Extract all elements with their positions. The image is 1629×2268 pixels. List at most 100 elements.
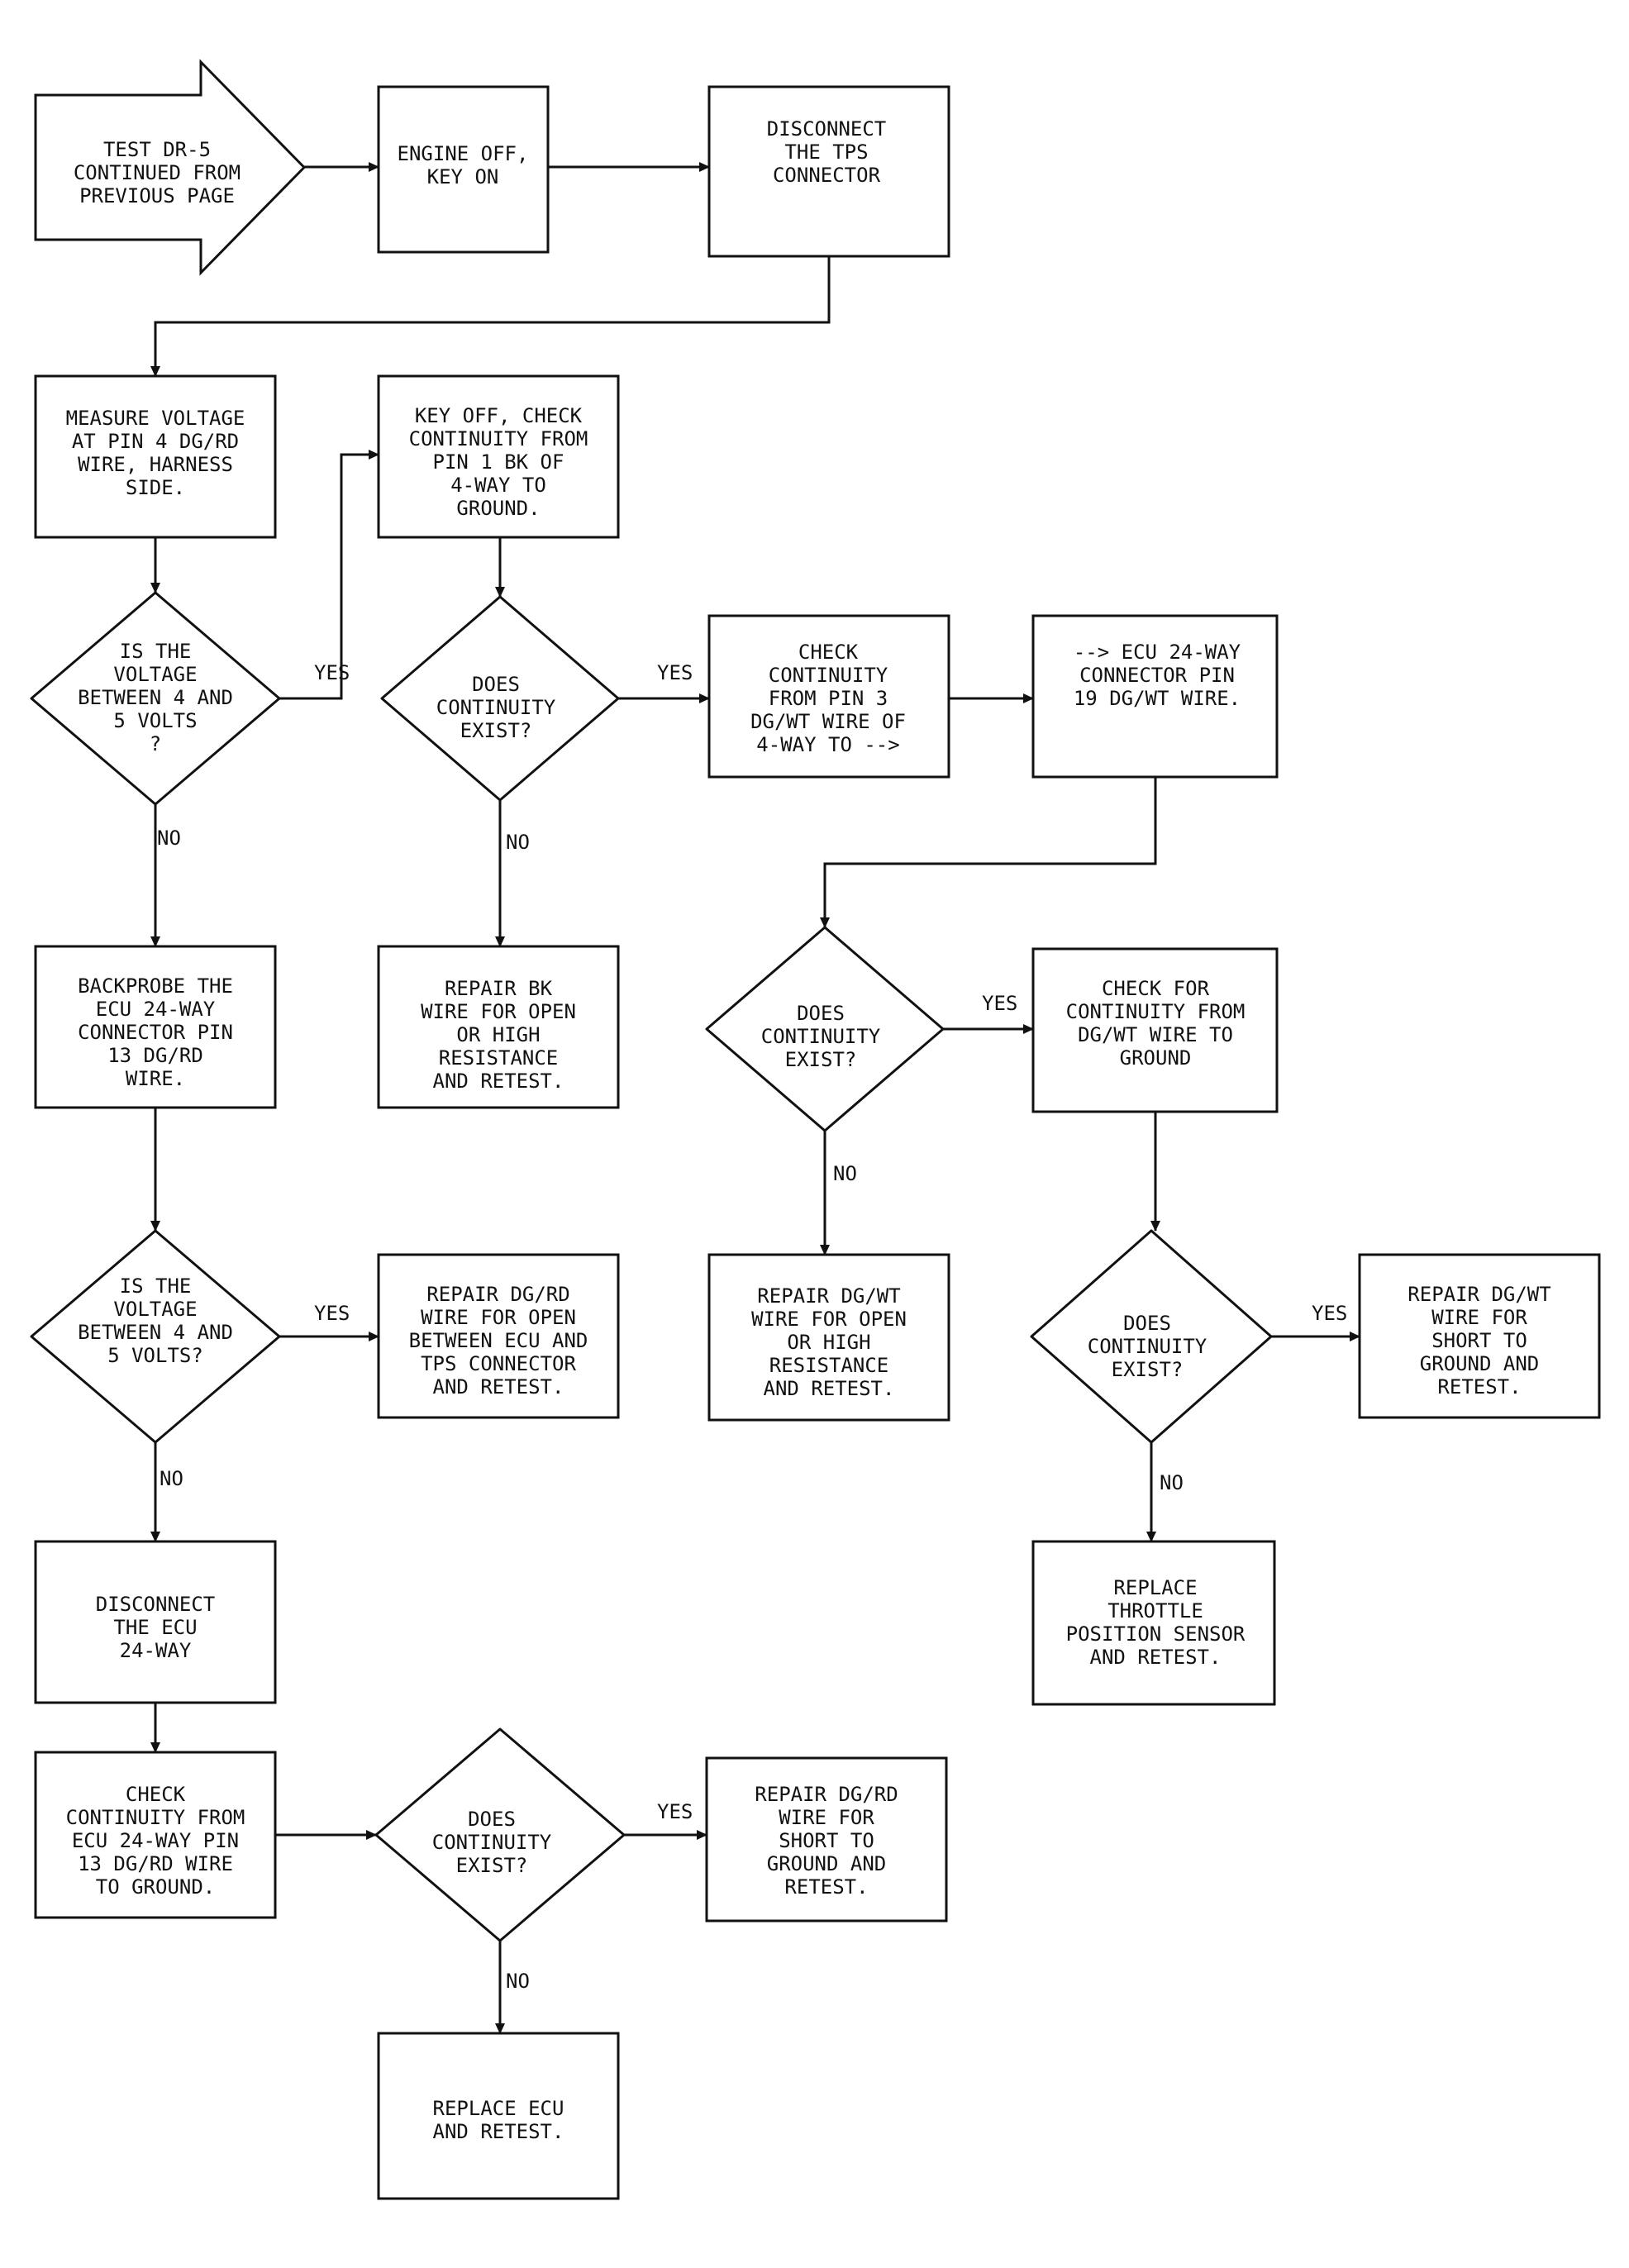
decision-diamond (30, 591, 281, 806)
decision-diamond (380, 595, 620, 802)
node-text-line: SIDE. (126, 476, 185, 499)
node-text-line: KEY ON (427, 165, 499, 188)
node-text-line: DOES (1123, 1312, 1171, 1335)
node-text-line: EXIST? (1112, 1358, 1184, 1381)
node-text-line: WIRE FOR OPEN (421, 1306, 576, 1329)
connector-layer (150, 162, 1360, 2034)
node-text-line: REPAIR BK (445, 977, 553, 1000)
node-text-line: 19 DG/WT WIRE. (1074, 687, 1241, 710)
flow-connector (150, 256, 831, 377)
node-text-line: REPAIR DG/RD (426, 1283, 569, 1306)
node-text-line: 13 DG/RD WIRE (78, 1852, 233, 1875)
process-box (34, 1540, 277, 1704)
node-text-line: PREVIOUS PAGE (79, 184, 235, 207)
node-text-line: REPAIR DG/WT (1408, 1283, 1550, 1306)
node-text-line: 5 VOLTS? (107, 1344, 203, 1367)
node-text-line: CONTINUITY (769, 664, 888, 687)
node-text-line: WIRE, HARNESS (78, 453, 233, 476)
process-box (1358, 1253, 1601, 1419)
node-text-line: BACKPROBE THE (78, 974, 233, 998)
node-text-line: WIRE. (126, 1067, 185, 1090)
node-text-line: THE TPS (784, 141, 868, 164)
branch-label-no: NO (506, 831, 530, 854)
flow-connector (820, 777, 1157, 928)
node-text-line: ECU 24-WAY PIN (72, 1829, 239, 1852)
flow-connector (279, 450, 379, 700)
node-text-line: CONTINUITY FROM (1066, 1000, 1246, 1023)
process-box (377, 374, 620, 539)
branch-label-yes: YES (657, 661, 693, 684)
process-box (707, 85, 950, 258)
node-text-line: SHORT TO (779, 1829, 874, 1852)
node-text-line: 4-WAY TO (450, 474, 546, 497)
node-text-line: DOES (468, 1808, 516, 1831)
decision-diamond (1030, 1229, 1273, 1444)
branch-label-no: NO (1160, 1471, 1184, 1494)
node-text-line: WIRE FOR OPEN (751, 1308, 907, 1331)
node-text-line: CONNECTOR (773, 164, 881, 187)
node-text-line: AND RETEST. (433, 2120, 564, 2143)
node-text-line: CONTINUITY FROM (66, 1806, 245, 1829)
node-text-line: 4-WAY TO --> (756, 733, 899, 756)
process-box (34, 945, 277, 1109)
node-text-line: REPAIR DG/WT (757, 1284, 900, 1308)
node-text-line: DISCONNECT (767, 117, 887, 141)
start-arrow-shape (34, 59, 307, 276)
node-text-line: OR HIGH (787, 1331, 870, 1354)
process-box (707, 1253, 950, 1422)
node-text-line: ECU 24-WAY (96, 998, 216, 1021)
node-text-line: DOES (472, 673, 520, 696)
node-text-line: VOLTAGE (113, 1298, 197, 1321)
node-text-line: CONTINUITY (436, 696, 556, 719)
node-text-line: CONTINUED FROM (74, 161, 241, 184)
node-text-line: TPS CONNECTOR (421, 1352, 576, 1375)
node-text-line: GROUND (1120, 1046, 1192, 1070)
process-box (377, 85, 550, 254)
process-box (34, 1751, 277, 1919)
process-box (377, 2032, 620, 2200)
node-text-line: 13 DG/RD (107, 1044, 203, 1067)
node-text-line: CHECK (798, 641, 859, 664)
node-text-line: AT PIN 4 DG/RD (72, 430, 239, 453)
node-text-line: OR HIGH (456, 1023, 540, 1046)
branch-label-yes: YES (314, 661, 350, 684)
branch-label-yes: YES (657, 1800, 693, 1823)
decision-diamond (30, 1229, 281, 1444)
node-text-line: AND RETEST. (433, 1375, 564, 1398)
node-text-line: REPLACE ECU (433, 2097, 564, 2120)
node-text-line: REPLACE (1113, 1576, 1197, 1599)
node-text-line: AND RETEST. (433, 1070, 564, 1093)
node-text-line: BETWEEN 4 AND (78, 1321, 233, 1344)
node-text-line: VOLTAGE (113, 663, 197, 686)
node-text-line: CONNECTOR PIN (1079, 664, 1235, 687)
node-text-line: DOES (797, 1002, 845, 1025)
node-text-line: IS THE (120, 640, 192, 663)
branch-label-no: NO (506, 1970, 530, 1993)
node-text-line: CONNECTOR PIN (78, 1021, 233, 1044)
process-box (1031, 1540, 1276, 1706)
node-text-line: REPAIR DG/RD (755, 1783, 898, 1806)
branch-label-yes: YES (982, 992, 1017, 1015)
decision-diamond (705, 926, 945, 1132)
node-text-line: 5 VOLTS (113, 709, 197, 732)
node-text-line: FROM PIN 3 (769, 687, 888, 710)
node-text-line: ? (150, 732, 161, 755)
decision-diamond (374, 1727, 626, 1942)
node-text-line: GROUND AND (1420, 1352, 1540, 1375)
node-text-line: DISCONNECT (96, 1593, 216, 1616)
